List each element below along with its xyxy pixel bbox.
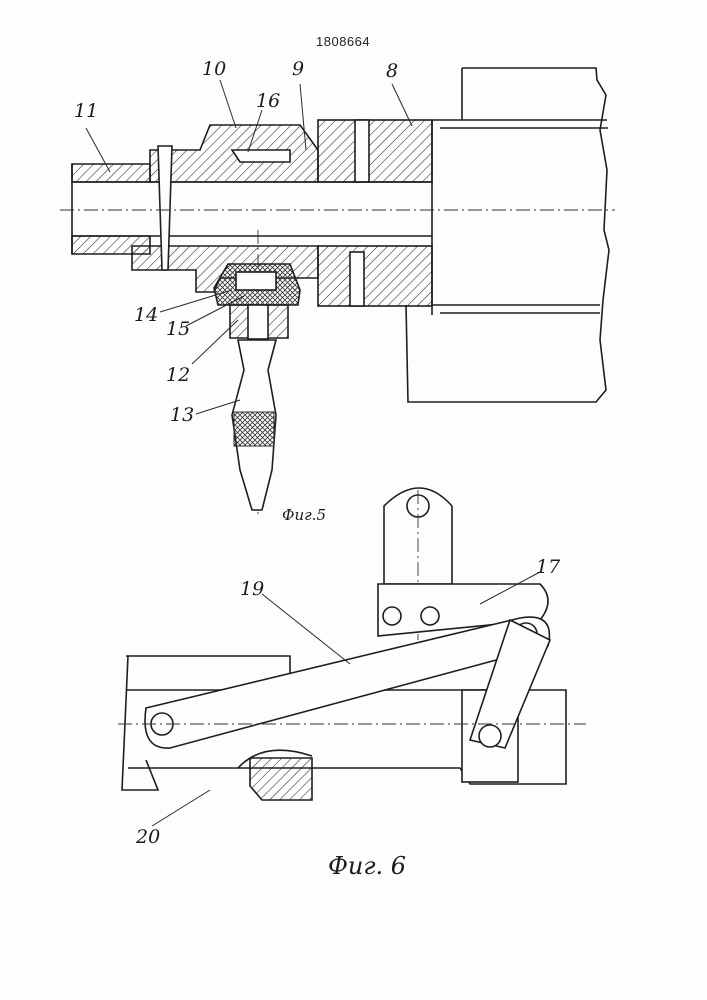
callout-12: 12 xyxy=(166,364,190,386)
housing-inner-top xyxy=(432,120,608,128)
key-16 xyxy=(232,150,290,162)
callout-9: 9 xyxy=(292,58,304,80)
figure-5 xyxy=(60,68,615,518)
clamp-detail xyxy=(250,758,312,800)
callout-8: 8 xyxy=(386,60,398,82)
leader-20 xyxy=(152,790,210,826)
callout-20: 20 xyxy=(136,826,160,848)
callout-15: 15 xyxy=(166,318,190,340)
shaft-11-top xyxy=(72,164,150,182)
bolt-17b xyxy=(421,607,439,625)
bolt-bottom xyxy=(350,252,364,306)
callout-13: 13 xyxy=(170,404,194,426)
pivot-lower xyxy=(479,725,501,747)
flange-8-bottom xyxy=(318,246,432,306)
callout-14: 14 xyxy=(134,304,158,326)
callout-16: 16 xyxy=(256,90,280,112)
figure-6 xyxy=(118,488,586,826)
bolt-top xyxy=(355,120,369,182)
housing-outline xyxy=(406,68,609,402)
handle-grip xyxy=(234,412,274,446)
callout-17: 17 xyxy=(536,556,560,578)
nut-bore xyxy=(248,305,268,339)
leader-19 xyxy=(262,594,350,664)
figure-6-caption: Фиг. 6 xyxy=(328,852,406,880)
leader-12 xyxy=(192,320,238,364)
callout-11: 11 xyxy=(74,100,98,122)
callout-10: 10 xyxy=(202,58,226,80)
shaft-11-bottom xyxy=(72,236,150,254)
bolt-17a xyxy=(383,607,401,625)
flange-8-top xyxy=(318,120,432,182)
housing-inner-bottom xyxy=(432,305,600,313)
screw-15 xyxy=(236,272,276,290)
figure-5-caption: Фиг.5 xyxy=(282,506,326,524)
callout-19: 19 xyxy=(240,578,264,600)
leader-10 xyxy=(220,80,236,128)
